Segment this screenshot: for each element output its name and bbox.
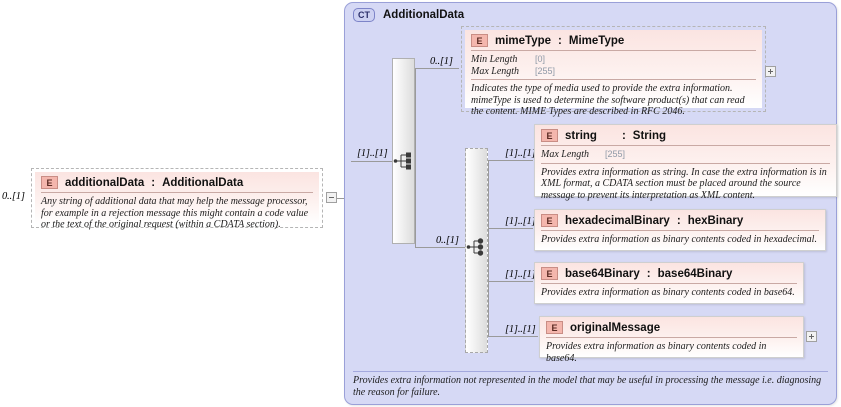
element-box-string[interactable]: E string : String Max Length [255] Provi… bbox=[534, 124, 837, 201]
element-box-mimetype[interactable]: E mimeType : MimeType Min Length [0] Max… bbox=[461, 26, 766, 117]
element-type: MimeType bbox=[568, 34, 625, 47]
choice-compositor-icon bbox=[466, 237, 488, 257]
connector-choice-trunk bbox=[488, 160, 489, 336]
choice-icon-svg bbox=[466, 238, 484, 256]
element-header-originalmessage: E originalMessage bbox=[546, 321, 797, 337]
element-name: hexadecimalBinary bbox=[565, 214, 670, 227]
element-badge-icon: E bbox=[471, 34, 488, 47]
element-header-base64binary: E base64Binary : base64Binary bbox=[541, 267, 797, 283]
cardinality-additionaldata: 0..[1] bbox=[2, 191, 25, 202]
facet-row: Max Length [255] bbox=[471, 66, 756, 78]
connector-choice-to-string bbox=[488, 160, 533, 161]
facet-label: Min Length bbox=[471, 54, 518, 65]
element-name: additionalData bbox=[65, 176, 145, 189]
connector-sequence-branch-choice-v bbox=[415, 161, 416, 247]
element-type: base64Binary bbox=[657, 267, 733, 280]
facet-row: Min Length [0] bbox=[471, 54, 756, 66]
element-box-additionaldata[interactable]: E additionalData : AdditionalData Any st… bbox=[31, 168, 323, 230]
element-fill-additionaldata bbox=[35, 172, 319, 224]
element-separator: : bbox=[558, 34, 562, 47]
expand-toggle-mimetype[interactable] bbox=[765, 66, 776, 77]
element-documentation: Provides extra information as binary con… bbox=[546, 341, 767, 364]
facet-value: [255] bbox=[605, 149, 626, 159]
connector-sequence-branch-mimetype-v bbox=[415, 68, 416, 162]
divider bbox=[541, 145, 830, 146]
facet-value: [255] bbox=[535, 65, 556, 76]
complextype-header: CT AdditionalData bbox=[353, 8, 464, 22]
element-header-string: E string : String bbox=[541, 129, 830, 145]
element-facets-string: Max Length [255] bbox=[541, 149, 830, 161]
element-box-base64binary[interactable]: E base64Binary : base64Binary Provides e… bbox=[534, 262, 804, 304]
divider bbox=[41, 192, 313, 193]
element-header-mimetype: E mimeType : MimeType bbox=[471, 34, 756, 50]
element-separator: : bbox=[151, 176, 156, 189]
complextype-title: AdditionalData bbox=[383, 9, 465, 21]
sequence-compositor[interactable] bbox=[392, 58, 415, 244]
sequence-icon-svg bbox=[393, 152, 411, 170]
element-type: String bbox=[632, 129, 667, 142]
element-badge-icon: E bbox=[541, 214, 558, 227]
facet-value: [0] bbox=[535, 54, 546, 64]
divider bbox=[541, 162, 830, 164]
divider bbox=[541, 283, 797, 284]
cardinality-mimetype: 0..[1] bbox=[430, 56, 453, 67]
element-box-hexadecimalbinary[interactable]: E hexadecimalBinary : hexBinary Provides… bbox=[534, 209, 826, 251]
element-badge-icon: E bbox=[41, 176, 58, 189]
element-name: mimeType bbox=[495, 34, 552, 47]
connector-choice-to-originalmessage bbox=[488, 336, 538, 337]
collapse-toggle-additionaldata[interactable] bbox=[326, 192, 337, 203]
element-type: hexBinary bbox=[687, 214, 744, 227]
element-fill-mimetype bbox=[465, 30, 762, 108]
element-badge-icon: E bbox=[541, 267, 558, 280]
element-separator: : bbox=[646, 267, 651, 280]
element-badge-icon: E bbox=[541, 129, 558, 142]
connector-choice-to-hexadecimalbinary bbox=[488, 228, 533, 229]
element-name: base64Binary bbox=[565, 267, 640, 280]
element-separator: : bbox=[621, 129, 626, 142]
facet-label: Max Length bbox=[541, 149, 590, 160]
connector-sequence-to-choice bbox=[415, 247, 465, 248]
complextype-documentation: Provides extra information not represent… bbox=[353, 371, 828, 398]
element-facets-mimetype: Min Length [0] Max Length [255] bbox=[471, 54, 756, 77]
element-header-additionaldata: E additionalData : AdditionalData bbox=[41, 176, 313, 192]
connector-ct-to-sequence bbox=[351, 161, 392, 162]
cardinality-sequence: [1]..[1] bbox=[357, 148, 388, 159]
element-name: string bbox=[565, 129, 597, 142]
element-documentation: Any string of additional data that may h… bbox=[41, 196, 309, 230]
choice-compositor[interactable] bbox=[465, 148, 488, 353]
cardinality-hexadecimalbinary: [1]..[1] bbox=[505, 216, 536, 227]
element-documentation: Provides extra information as binary con… bbox=[541, 234, 817, 245]
cardinality-choice: 0..[1] bbox=[436, 235, 459, 246]
divider bbox=[546, 337, 797, 338]
element-header-hexadecimalbinary: E hexadecimalBinary : hexBinary bbox=[541, 214, 819, 230]
element-type: AdditionalData bbox=[162, 176, 244, 189]
element-badge-icon: E bbox=[546, 321, 563, 334]
element-separator: : bbox=[676, 214, 681, 227]
element-name: originalMessage bbox=[570, 321, 661, 334]
element-documentation: Provides extra information as binary con… bbox=[541, 287, 795, 298]
cardinality-originalmessage: [1]..[1] bbox=[505, 324, 536, 335]
divider bbox=[471, 50, 756, 51]
element-documentation: Indicates the type of media used to prov… bbox=[471, 83, 745, 117]
connector-choice-to-base64binary bbox=[488, 281, 533, 282]
cardinality-string: [1]..[1] bbox=[505, 148, 536, 159]
expand-toggle-originalmessage[interactable] bbox=[806, 331, 817, 342]
complextype-badge-icon: CT bbox=[353, 8, 375, 22]
facet-label: Max Length bbox=[471, 65, 520, 77]
connector-sequence-to-mimetype bbox=[415, 68, 459, 69]
element-box-originalmessage[interactable]: E originalMessage Provides extra informa… bbox=[539, 316, 804, 364]
sequence-compositor-icon bbox=[393, 151, 415, 171]
divider bbox=[471, 79, 756, 80]
divider bbox=[541, 230, 819, 231]
element-documentation: Provides extra information as string. In… bbox=[541, 166, 827, 201]
cardinality-base64binary: [1]..[1] bbox=[505, 269, 536, 280]
facet-row: Max Length [255] bbox=[541, 149, 830, 161]
